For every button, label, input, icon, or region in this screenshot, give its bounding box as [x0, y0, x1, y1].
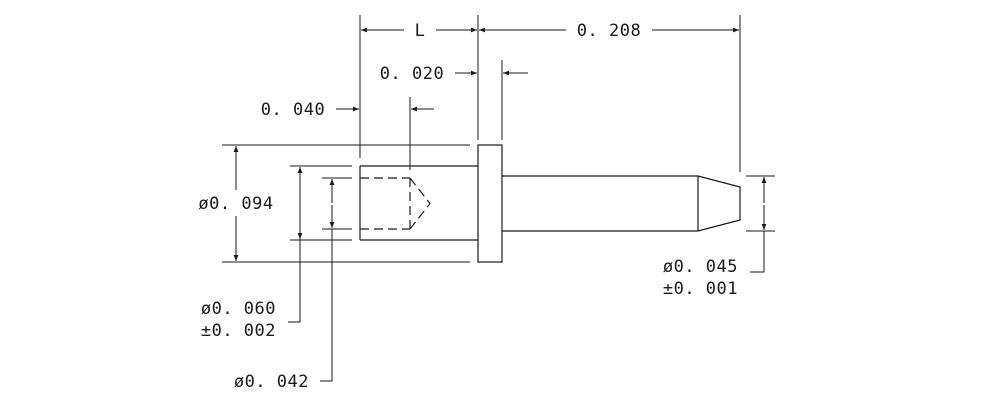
label-length: L: [415, 21, 426, 41]
dim-pin-leader: [750, 231, 765, 273]
extension-lines: [222, 15, 775, 263]
label-inner-diameter: ø0. 042: [234, 372, 309, 392]
label-bore-tolerance: ±0. 002: [201, 321, 276, 341]
label-hole-depth: 0. 040: [261, 100, 325, 120]
pin-shaft: [502, 175, 741, 232]
hidden-bore: [360, 177, 431, 230]
dimension-labels: L 0. 208 0. 020 0. 040 ø0. 094 ø0. 045 ±…: [198, 21, 738, 392]
label-pin-diameter: ø0. 045: [663, 257, 738, 277]
dim-bore-leader: [288, 203, 301, 323]
flange: [477, 144, 503, 263]
dim-inner-leader: [320, 229, 333, 382]
label-flange-thickness: 0. 020: [380, 64, 444, 84]
label-flange-diameter: ø0. 094: [198, 194, 273, 214]
label-overall: 0. 208: [577, 21, 641, 41]
dimension-lines: [233, 27, 767, 382]
label-bore-diameter: ø0. 060: [201, 299, 276, 319]
label-pin-tolerance: ±0. 001: [663, 279, 738, 299]
part-outline: [359, 144, 741, 263]
